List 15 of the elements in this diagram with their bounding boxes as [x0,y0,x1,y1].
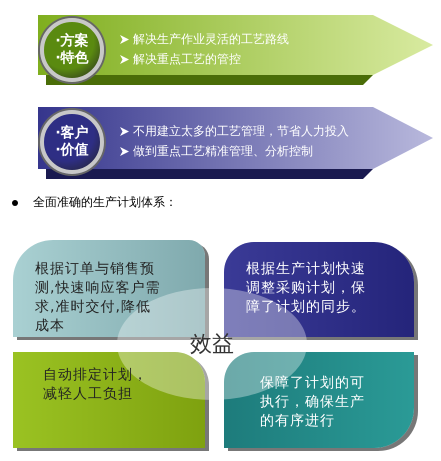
panel-text: 自动排定计划，减轻人工负担 [43,366,149,404]
bullet-text: 解决重点工艺的管控 [133,51,241,68]
panel-text: 保障了计划的可执行，确保生产的有序进行 [260,374,366,431]
panel-text: 根据生产计划快速调整采购计划，保障了计划的同步。 [246,260,367,317]
bullet-text: 不用建立太多的工艺管理，节省人力投入 [133,123,349,140]
panel-text: 根据订单与销售预测,快速响应客户需求,准时交付,降低成本 [35,260,161,336]
center-title: 效益 [189,331,235,359]
badge-label: ·价值 [55,142,89,159]
quadrant-panel [224,352,414,448]
bullet-text: 解决生产作业灵活的工艺路线 [133,31,289,48]
badge-label: ·特色 [55,50,89,67]
section-heading: 全面准确的生产计划体系： [33,194,177,211]
bullet-text: 做到重点工艺精准管理、分析控制 [133,143,313,160]
badge-label: ·客户 [55,125,89,142]
badge-label: ·方案 [55,33,89,50]
